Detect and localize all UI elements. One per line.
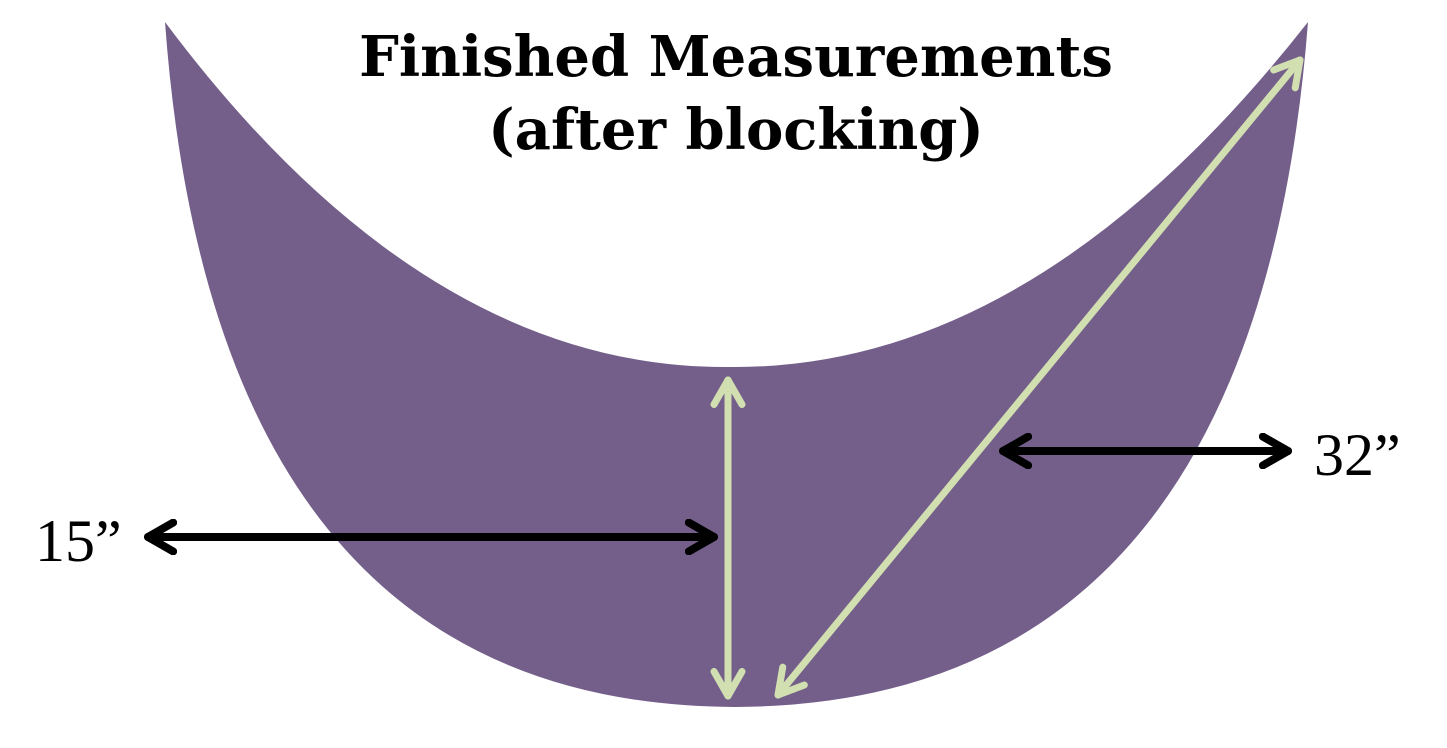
depth-measurement-label: 15” xyxy=(35,508,122,574)
diagram-title-line-1: Finished Measurements xyxy=(359,24,1113,90)
length-measurement-label: 32” xyxy=(1314,422,1401,488)
length-measure-arrow xyxy=(774,56,1304,699)
diagram-title-line-2: (after blocking) xyxy=(488,97,984,163)
